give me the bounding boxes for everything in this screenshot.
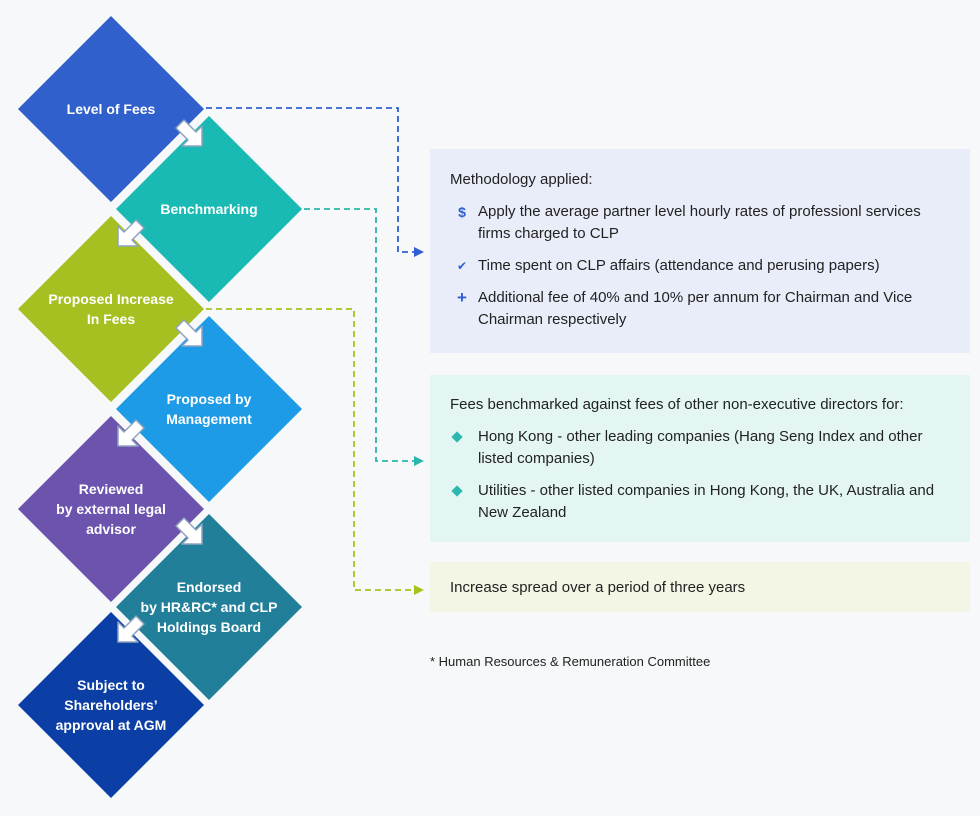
- methodology-item-text: Additional fee of 40% and 10% per annum …: [478, 289, 913, 328]
- increase-box: Increase spread over a period of three y…: [430, 562, 970, 612]
- arrow-down-left-icon: [117, 419, 145, 447]
- increase-text: Increase spread over a period of three y…: [450, 578, 746, 596]
- methodology-item-text: Apply the average partner level hourly r…: [478, 203, 921, 242]
- benchmark-item-text: Utilities - other listed companies in Ho…: [478, 482, 935, 521]
- step-label: Endorsed by HR&RC* and CLP Holdings Boar…: [140, 579, 278, 635]
- arrow-down-left-icon: [117, 615, 145, 643]
- step-label: Reviewed by external legal advisor: [56, 481, 166, 537]
- step-label: Proposed Increase In Fees: [48, 291, 174, 327]
- arrow-down-left-icon: [117, 219, 145, 247]
- methodology-title: Methodology applied:: [450, 171, 593, 188]
- dollar-icon: $: [458, 204, 466, 220]
- connector-benchmark: [304, 208, 424, 466]
- connector-increase: [206, 308, 424, 595]
- methodology-item-text: Time spent on CLP affairs (attendance an…: [478, 257, 880, 274]
- step-label: Benchmarking: [160, 201, 258, 217]
- step-label: Proposed by Management: [166, 391, 252, 427]
- benchmark-box: Fees benchmarked against fees of other n…: [430, 375, 970, 542]
- arrow-down-right-icon: [175, 119, 203, 147]
- plus-icon: +: [457, 288, 467, 307]
- check-icon: ✔: [456, 259, 468, 273]
- footnote: * Human Resources & Remuneration Committ…: [430, 654, 711, 669]
- benchmark-title: Fees benchmarked against fees of other n…: [450, 396, 904, 413]
- connector-methodology: [206, 107, 424, 257]
- step-label: Level of Fees: [66, 101, 156, 117]
- step-label: Subject to Shareholders’ approval at AGM: [55, 677, 167, 733]
- methodology-item: ✔ Time spent on CLP affairs (attendance …: [450, 255, 950, 277]
- methodology-item: + Additional fee of 40% and 10% per annu…: [450, 287, 950, 331]
- diamond-bullet-icon: [451, 431, 463, 443]
- arrow-down-right-icon: [175, 319, 203, 347]
- benchmark-item: Hong Kong - other leading companies (Han…: [450, 426, 950, 470]
- benchmark-item-text: Hong Kong - other leading companies (Han…: [478, 428, 923, 467]
- methodology-item: $ Apply the average partner level hourly…: [450, 201, 950, 245]
- methodology-box: Methodology applied: $ Apply the average…: [430, 149, 970, 353]
- diamond-bullet-icon: [451, 485, 463, 497]
- arrow-down-right-icon: [175, 517, 203, 545]
- benchmark-item: Utilities - other listed companies in Ho…: [450, 480, 950, 524]
